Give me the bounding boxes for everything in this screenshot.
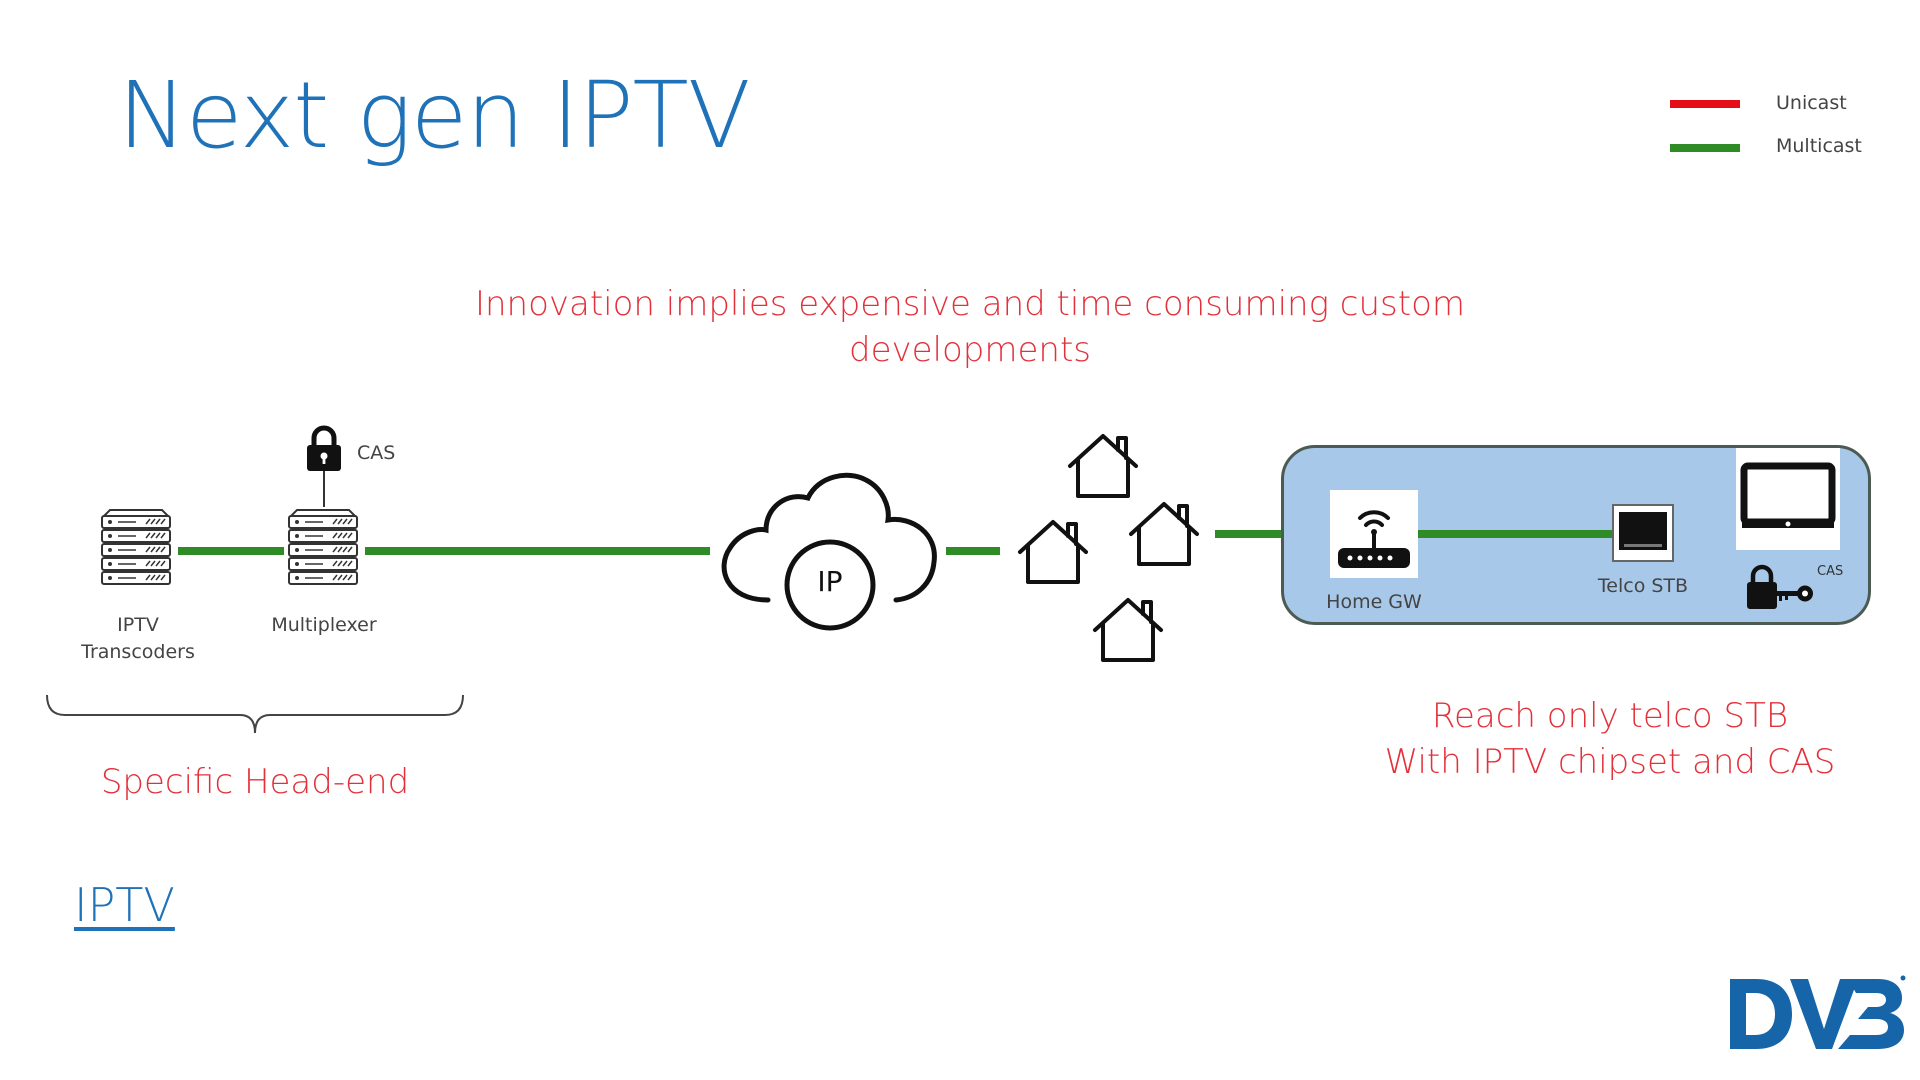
reach-callout: Reach only telco STB With IPTV chipset a… [1360, 694, 1860, 786]
lock-connector [323, 471, 325, 507]
set-top-box-icon [1612, 504, 1674, 562]
link-homes-homegw [1215, 530, 1335, 538]
house-icon [1093, 598, 1163, 662]
iptv-link[interactable]: IPTV [74, 878, 175, 932]
house-icon [1018, 520, 1088, 584]
telco-stb-label: Telco STB [1597, 575, 1689, 597]
cas-headend-label: CAS [357, 442, 396, 464]
link-transcoders-multiplexer [178, 547, 284, 555]
reach-line-2: With IPTV chipset and CAS [1384, 741, 1836, 782]
link-cloud-homes [946, 547, 1000, 555]
lock-key-icon [1747, 564, 1813, 609]
innovation-line-1: Innovation implies expensive and time co… [474, 284, 1466, 324]
legend-unicast-label: Unicast [1776, 92, 1847, 114]
tv-icon [1740, 462, 1836, 528]
legend: Unicast Multicast [1670, 92, 1900, 166]
link-multiplexer-cloud [365, 547, 710, 555]
headend-callout: Specific Head-end [100, 762, 410, 802]
multiplexer-label: Multiplexer [271, 614, 377, 636]
reach-line-1: Reach only telco STB [1431, 696, 1789, 736]
page-title: Next gen IPTV [118, 62, 751, 169]
legend-unicast-swatch [1670, 100, 1740, 108]
home-gw-label: Home GW [1326, 591, 1422, 613]
link-homegw-stb-inner [1415, 530, 1623, 538]
cloud-label: IP [817, 565, 843, 598]
legend-multicast-label: Multicast [1776, 135, 1862, 157]
innovation-callout: Innovation implies expensive and time co… [420, 282, 1520, 374]
dvb-logo [1730, 975, 1906, 1049]
cas-home-label: CAS [1817, 564, 1844, 579]
transcoders-label: IPTV Transcoders [81, 614, 195, 663]
cloud-icon [721, 472, 937, 631]
server-rack-icon [101, 509, 171, 585]
innovation-line-2: developments [848, 329, 1091, 370]
headend-brace [46, 694, 464, 734]
legend-multicast-swatch [1670, 144, 1740, 152]
house-icon [1068, 434, 1138, 498]
house-icon [1129, 502, 1199, 566]
wifi-router-icon [1338, 510, 1410, 568]
lock-icon [307, 425, 341, 471]
server-rack-icon [288, 509, 358, 585]
